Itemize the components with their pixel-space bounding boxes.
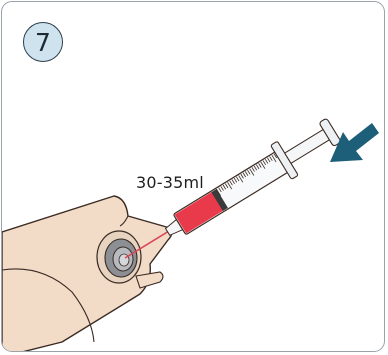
training-arm [2, 196, 172, 352]
step-number-badge: 7 [23, 22, 63, 62]
illustration-panel: 7 30-35ml [1, 1, 385, 352]
step-number: 7 [35, 30, 51, 55]
volume-label: 30-35ml [136, 173, 204, 192]
injection-port [97, 231, 141, 283]
plunger-rod [285, 129, 330, 163]
